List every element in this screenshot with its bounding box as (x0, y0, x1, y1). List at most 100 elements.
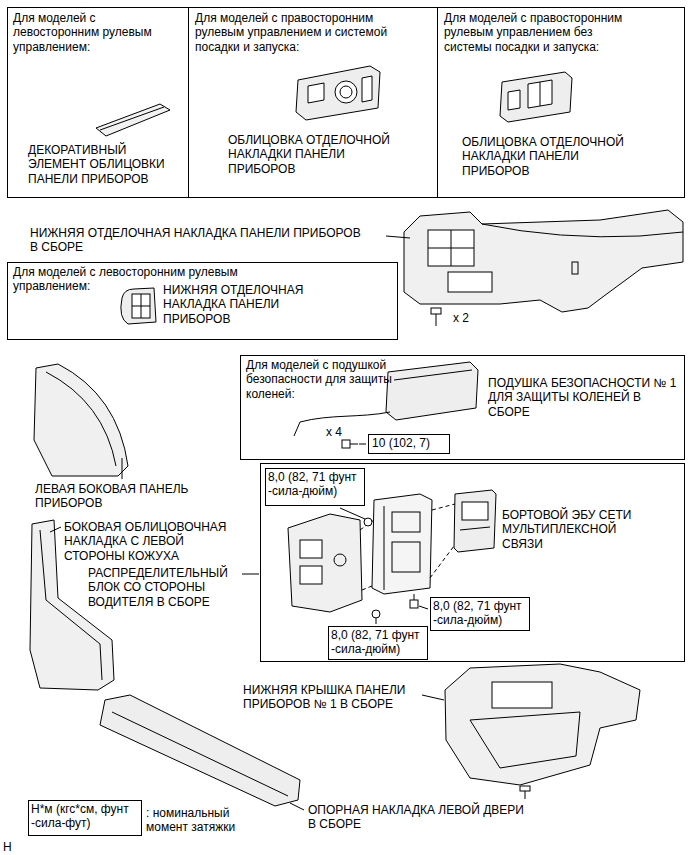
lower-finish-panel-drawing (428, 248, 474, 249)
nut (364, 518, 380, 618)
part-name: НИЖНЯЯ ОТДЕЛОЧНАЯ НАКЛАДКА ПАНЕЛИ ПРИБОР… (30, 226, 370, 255)
condition-note: Для моделей с правосторонним рулевым упр… (444, 11, 639, 54)
bolt (342, 440, 350, 448)
condition-note: Для моделей с правосторонним рулевым упр… (195, 11, 390, 54)
assembly-dash-line (360, 504, 455, 590)
bolt (436, 314, 437, 326)
lower-finish-panel-drawing (404, 210, 683, 312)
bezel-drawing (508, 90, 520, 110)
ecu-drawing (454, 490, 496, 552)
scuff-plate-drawing (100, 695, 300, 806)
assembly-dash-line (430, 546, 454, 578)
bezel-drawing (500, 72, 572, 122)
bezel-drawing (296, 66, 380, 120)
part-name: БОРТОВОЙ ЭБУ СЕТИ МУЛЬТИПЛЕКСНОЙ СВЯЗИ (502, 508, 657, 551)
quantity-label: x 4 (326, 425, 356, 439)
bezel-drawing (528, 80, 552, 108)
bracket-drawing (300, 566, 322, 584)
nut (372, 610, 380, 618)
part-name: ОПОРНАЯ НАКЛАДКА ЛЕВОЙ ДВЕРИ В СБОРЕ (308, 803, 533, 832)
bezel-drawing (362, 76, 372, 102)
torque-box: 8,0 (82, 71 фунт -сила-дюйм) (328, 626, 428, 660)
airbag-drawing (394, 370, 472, 380)
quantity-label: x 2 (453, 311, 483, 325)
component-box: БОРТОВОЙ ЭБУ СЕТИ МУЛЬТИПЛЕКСНОЙ СВЯЗИ 8,… (260, 463, 685, 662)
condition-note: Для моделей с подушкой безопасности для … (246, 358, 411, 401)
lower-cover-drawing (470, 712, 580, 768)
leader-line (359, 444, 366, 445)
trim-strip-drawing (100, 107, 164, 130)
torque-box: 8,0 (82, 71 фунт -сила-дюйм) (430, 597, 530, 631)
torque-value: 10 (102, 7) (372, 436, 448, 450)
variant-box: Для моделей с подушкой безопасности для … (240, 355, 685, 460)
variant-box: Для моделей с левосторонним рулевым упра… (7, 262, 398, 340)
torque-value: 8,0 (82, 71 фунт -сила-дюйм) (433, 599, 527, 628)
leader-line (50, 527, 61, 532)
torque-value: 8,0 (82, 71 фунт -сила-дюйм) (331, 628, 425, 657)
bracket-drawing (288, 514, 362, 612)
ecu-drawing (462, 502, 488, 520)
bolt (410, 600, 418, 608)
leader-line (422, 695, 444, 700)
junction-block-drawing (372, 494, 432, 594)
legend-box: Н*м (кгс*см, фунт -сила-фут): номинальны… (28, 800, 142, 836)
part-name: РАСПРЕДЕЛИТЕЛЬНЫЙ БЛОК СО СТОРОНЫ ВОДИТЕ… (88, 566, 238, 609)
part-name: ПОДУШКА БЕЗОПАСНОСТИ № 1 ДЛЯ ЗАЩИТЫ КОЛЕ… (488, 376, 680, 419)
variant-box: Для моделей с левосторонним рулевым упра… (7, 7, 189, 198)
bolt (520, 786, 530, 799)
small-trim-icon (132, 294, 150, 318)
small-trim-icon (121, 288, 156, 324)
leader-line (122, 458, 123, 479)
bolt (520, 786, 530, 791)
leader-line (290, 803, 304, 810)
leader-line (419, 606, 428, 609)
bolt (525, 791, 526, 799)
leader-line (50, 527, 61, 532)
part-name: ОБЛИЦОВКА ОТДЕЛОЧНОЙ НАКЛАДКИ ПАНЕЛИ ПРИ… (462, 135, 637, 178)
lower-cover-drawing (445, 664, 640, 785)
airbag-drawing (386, 362, 478, 420)
legend-text: : номинальный момент затяжки (146, 806, 256, 835)
side-panel-drawing (34, 364, 128, 476)
lower-cover-drawing (445, 664, 640, 785)
nut (364, 518, 372, 526)
bolt (431, 308, 441, 326)
part-name: НИЖНЯЯ КРЫШКА ПАНЕЛИ ПРИБОРОВ № 1 В СБОР… (243, 683, 418, 712)
leader-line (386, 236, 410, 238)
ecu-drawing (460, 527, 490, 530)
leader-line (386, 236, 410, 238)
trim-strip-drawing (96, 104, 170, 136)
part-name: ЛЕВАЯ БОКОВАЯ ПАНЕЛЬ ПРИБОРОВ (35, 482, 220, 511)
bolt (342, 440, 358, 448)
torque-box: 8,0 (82, 71 фунт -сила-дюйм) (265, 468, 365, 506)
bracket-drawing (288, 514, 362, 612)
part-name: ДЕКОРАТИВНЫЙ ЭЛЕМЕНТ ОБЛИЦОВКИ ПАНЕЛИ ПР… (28, 143, 186, 186)
leader-line (376, 618, 377, 624)
scuff-plate-drawing (100, 695, 300, 806)
bezel-drawing (335, 81, 357, 103)
figure-code: H (3, 840, 23, 854)
bolt (410, 594, 418, 608)
leader-line (422, 695, 444, 700)
lower-finish-panel-drawing (428, 230, 474, 266)
assembly-dash-line (432, 504, 455, 510)
scuff-plate-drawing (112, 712, 288, 796)
side-panel-drawing (34, 364, 128, 476)
assembly-dash-line (362, 586, 372, 590)
bracket-drawing (300, 540, 322, 558)
variant-box: Для моделей с правосторонним рулевым упр… (188, 7, 438, 198)
side-panel-drawing (46, 372, 116, 466)
lower-finish-panel-drawing (572, 262, 578, 274)
part-name: ОБЛИЦОВКА ОТДЕЛОЧНОЙ НАКЛАДКИ ПАНЕЛИ ПРИ… (228, 133, 403, 176)
junction-block-drawing (392, 512, 420, 532)
lower-finish-panel-drawing (482, 224, 683, 237)
leader-line (242, 508, 428, 624)
bezel-drawing (340, 86, 352, 98)
small-trim-icon (121, 288, 156, 324)
small-trim-icon (132, 306, 150, 307)
bezel-drawing (308, 83, 324, 103)
junction-block-drawing (384, 506, 385, 590)
lower-finish-panel-drawing (448, 272, 492, 292)
